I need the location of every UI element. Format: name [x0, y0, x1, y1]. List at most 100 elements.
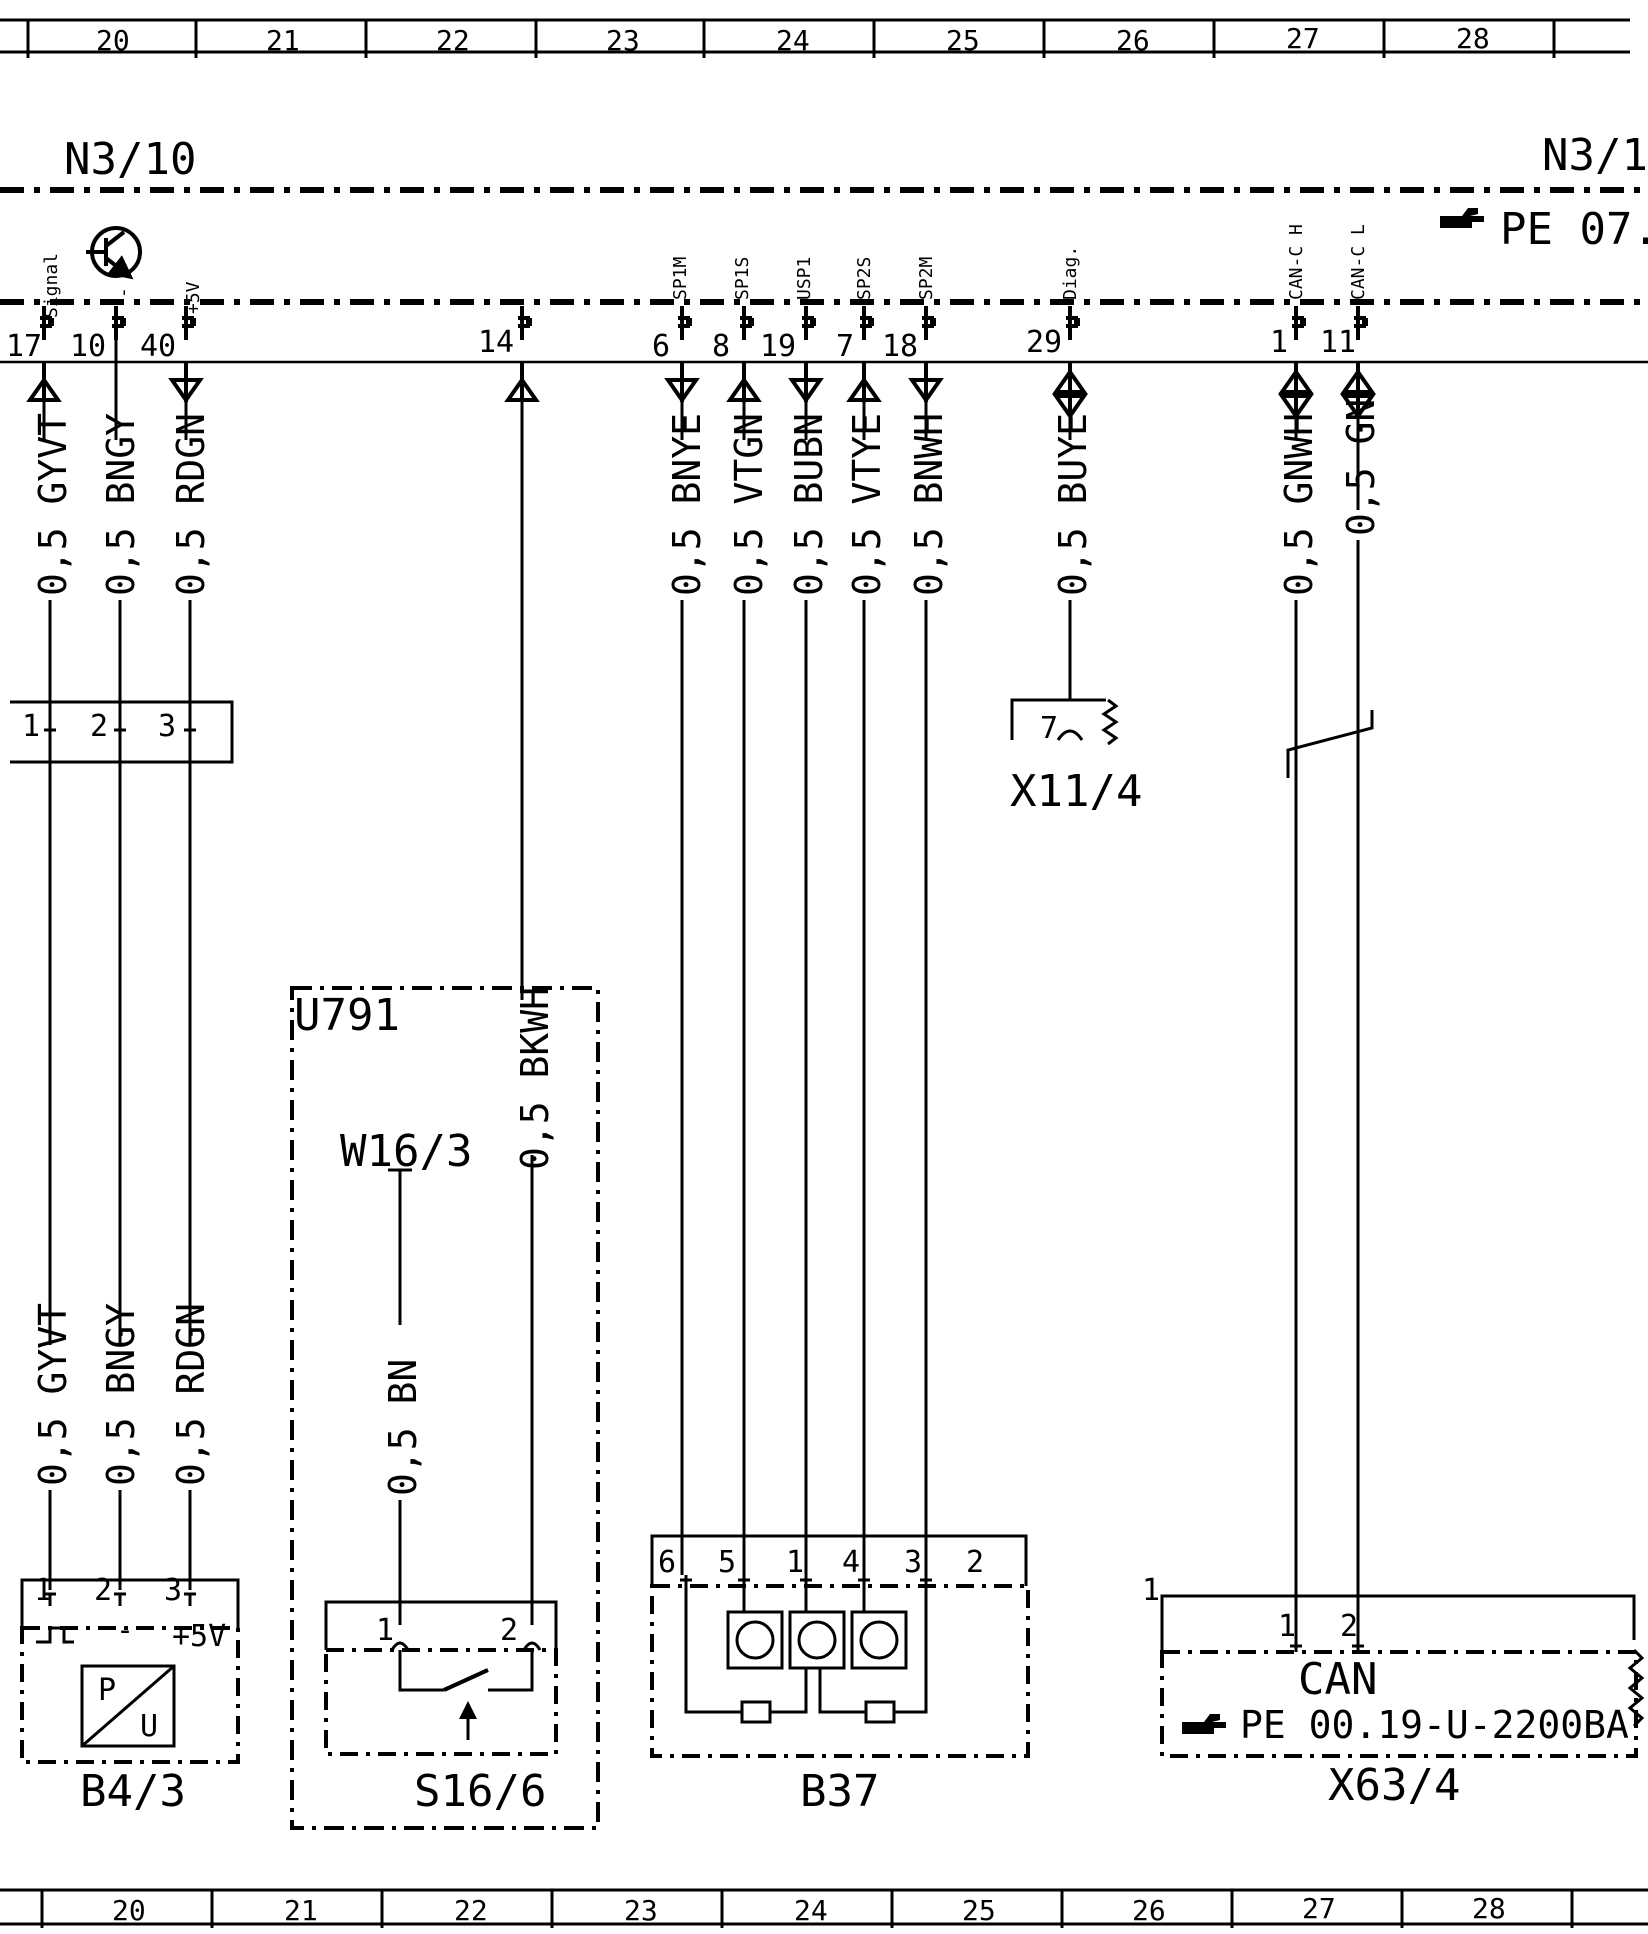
- b37-pin-number: 6: [658, 1545, 676, 1580]
- grid-cell-label: 26: [1116, 24, 1150, 57]
- wire-label: 0,5 BNYE: [665, 413, 709, 596]
- wire-label: 0,5 BUYE: [1051, 413, 1095, 596]
- x63-4-pin-number: 1: [1278, 1609, 1296, 1644]
- x63-4-pin-number: 2: [1340, 1609, 1358, 1644]
- b37-pin-number: 4: [842, 1545, 860, 1580]
- ecu-pin-function: +5V: [183, 281, 204, 314]
- wire-label: 0,5 BN: [381, 1359, 425, 1496]
- bottom-grid-labels: 20 21 22 23 24 25 26 27 28: [112, 1892, 1506, 1927]
- ecu-pin-function: USP1: [794, 257, 815, 300]
- b4-3-minus: -: [116, 1613, 134, 1648]
- ecu-pin-function: SP1S: [732, 257, 753, 300]
- w16-3-label: W16/3: [340, 1126, 472, 1177]
- grid-cell-label: 25: [962, 1894, 996, 1927]
- grid-cell-label: 28: [1456, 22, 1490, 55]
- ecu-pin-number: 7: [836, 329, 854, 364]
- grid-cell-label: 23: [624, 1894, 658, 1927]
- s16-6-switch: [324, 1600, 558, 1756]
- ecu-pin-numbers: 17 10 40 14 6 8 19 7 18 29 1 11: [6, 325, 1356, 364]
- b37-pin-number: 2: [966, 1545, 984, 1580]
- b37-sensor: [650, 1534, 1030, 1758]
- x63-4-ref: PE 00.19-U-2200BA: [1240, 1703, 1629, 1747]
- inline-connector: [10, 700, 234, 764]
- top-grid-labels: 20 21 22 23 24 25 26 27 28: [96, 22, 1490, 57]
- b4-3-sensor: [20, 1578, 240, 1764]
- ecu-pin-number: 19: [760, 329, 796, 364]
- top-grid-ruler: [0, 18, 1630, 58]
- module-n3-1-label: N3/1: [1542, 130, 1648, 181]
- module-n3-1-ref: PE 07.(: [1500, 204, 1648, 255]
- ecu-pin-stubs: [40, 306, 1368, 340]
- wire-label: 0,5 BNGY: [99, 413, 143, 596]
- grid-cell-label: 24: [794, 1894, 828, 1927]
- b4-3-pin-number: 2: [94, 1573, 112, 1608]
- grid-cell-label: 21: [284, 1894, 318, 1927]
- ecu-pin-number: 6: [652, 329, 670, 364]
- grid-cell-label: 24: [776, 24, 810, 57]
- ecu-pin-function: Signal: [41, 253, 62, 318]
- wire-label: 0,5 VTGN: [727, 413, 771, 596]
- b37-pin-number: 3: [904, 1545, 922, 1580]
- s16-6-pin-number: 2: [500, 1613, 518, 1648]
- ecu-pin-function: -: [113, 287, 134, 298]
- s16-6-label: S16/6: [414, 1766, 546, 1817]
- ecu-pin-number: 29: [1026, 325, 1062, 360]
- can-twist-marker: [1286, 710, 1374, 778]
- b37-label: B37: [800, 1766, 879, 1817]
- wire-label: 0,5 GYVT: [31, 1303, 75, 1486]
- grid-cell-label: 23: [606, 24, 640, 57]
- grid-cell-label: 26: [1132, 1894, 1166, 1927]
- pointing-hand-icon: [1440, 208, 1484, 228]
- wire-label: 0,5 BKWH: [513, 987, 557, 1170]
- u791-housing: [290, 986, 600, 1830]
- wire-label: 0,5 BUBN: [787, 413, 831, 596]
- ecu-pin-function: CAN-C H: [1286, 224, 1307, 300]
- grid-cell-label: 20: [96, 24, 130, 57]
- b4-3-label: B4/3: [80, 1766, 186, 1817]
- ecu-pin-number: 18: [882, 329, 918, 364]
- bottom-grid-ruler: [0, 1888, 1648, 1928]
- wire-label: 0,5 RDGN: [169, 413, 213, 596]
- ecu-pin-function: SP2M: [916, 256, 937, 300]
- b4-3-plus5v: +5V: [172, 1619, 226, 1654]
- x11-4-connector: [1010, 698, 1119, 746]
- ecu-pin-number: 17: [6, 329, 42, 364]
- grid-cell-label: 21: [266, 24, 300, 57]
- grid-cell-label: 22: [436, 24, 470, 57]
- s16-6-pin-number: 1: [376, 1613, 394, 1648]
- grid-cell-label: 25: [946, 24, 980, 57]
- b4-3-u: U: [140, 1709, 158, 1744]
- ecu-pin-number: 10: [70, 329, 106, 364]
- ecu-pin-function: SP2S: [854, 257, 875, 300]
- b37-pin-number: 1: [786, 1545, 804, 1580]
- x63-4-connector: [1160, 1594, 1645, 1758]
- ecu-pin-number: 11: [1320, 325, 1356, 360]
- x63-4-bus-label: CAN: [1298, 1654, 1377, 1705]
- grid-cell-label: 27: [1302, 1892, 1336, 1925]
- wire-label: 0,5 GYVT: [31, 413, 75, 596]
- ecu-pin-number: 40: [140, 329, 176, 364]
- wire-label: 0,5 GNWH: [1277, 413, 1321, 596]
- wire-label: 0,5 GN: [1339, 399, 1383, 536]
- wire-label: 0,5 RDGN: [169, 1303, 213, 1486]
- x63-4-label: X63/4: [1328, 1760, 1460, 1811]
- u791-label: U791: [294, 990, 400, 1041]
- b37-pin-number: 5: [718, 1545, 736, 1580]
- ecu-pin-number: 1: [1270, 325, 1288, 360]
- signal-direction-arrows: [26, 362, 1376, 420]
- b4-3-p: P: [98, 1673, 116, 1708]
- grid-cell-label: 22: [454, 1894, 488, 1927]
- grid-cell-label: 28: [1472, 1892, 1506, 1925]
- x11-4-pin-number: 7: [1040, 711, 1058, 746]
- wires: [42, 340, 1360, 1640]
- connector-pin-number: 1: [22, 709, 40, 744]
- ecu-pin-function: SP1M: [670, 256, 691, 300]
- ecu-pin-function: Diag.: [1060, 246, 1081, 300]
- ecu-pin-function: CAN-C L: [1348, 224, 1369, 300]
- ecu-pin-functions: Signal - +5V SP1M SP1S USP1 SP2S SP2M Di…: [41, 224, 1369, 318]
- connector-pin-number: 3: [158, 709, 176, 744]
- wire-labels: 0,5 GYVT 0,5 BNGY 0,5 RDGN 0,5 BKWH 0,5 …: [31, 399, 1383, 1496]
- wire-label: 0,5 VTYE: [845, 413, 889, 596]
- wire-label: 0,5 BNGY: [99, 1303, 143, 1486]
